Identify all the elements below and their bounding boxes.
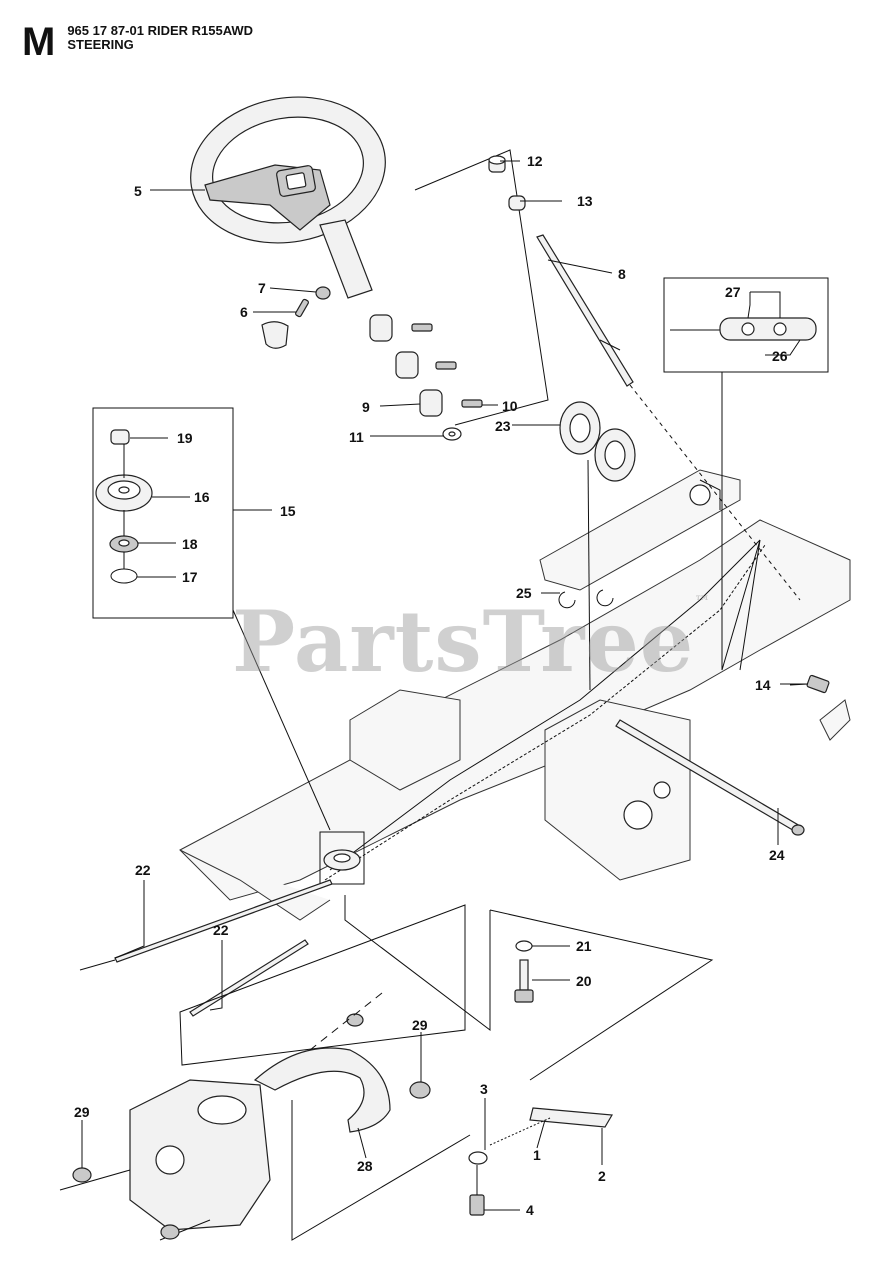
chain-detail-box xyxy=(663,277,829,671)
assembled-pulley xyxy=(319,831,365,885)
callout-27: 27 xyxy=(725,284,741,300)
callout-25: 25 xyxy=(516,585,532,601)
model-line: 965 17 87-01 RIDER R155AWD xyxy=(67,23,254,38)
callout-leaders xyxy=(81,160,808,1211)
callout-10: 10 xyxy=(502,398,518,414)
callout-7: 7 xyxy=(258,280,266,296)
callout-9: 9 xyxy=(362,399,370,415)
trademark-symbol: ™ xyxy=(694,592,712,611)
callout-15: 15 xyxy=(280,503,296,519)
callout-17: 17 xyxy=(182,569,198,585)
spring-plate-link xyxy=(468,1107,613,1216)
callout-4: 4 xyxy=(526,1202,534,1218)
pulley-detail-box xyxy=(92,407,331,831)
callout-20: 20 xyxy=(576,973,592,989)
diagram-header: M 965 17 87-01 RIDER R155AWD STEERING xyxy=(22,22,253,62)
bolt-20 xyxy=(514,940,534,1003)
callout-23: 23 xyxy=(495,418,511,434)
steering-sector xyxy=(253,992,431,1133)
callout-8: 8 xyxy=(618,266,626,282)
shaft-collars xyxy=(369,314,483,441)
callout-14: 14 xyxy=(755,677,771,693)
watermark-text: PartsTree xyxy=(232,592,695,691)
title-block: 965 17 87-01 RIDER R155AWD STEERING xyxy=(67,22,253,52)
partstree-watermark: PartsTree™ xyxy=(232,592,711,691)
callout-16: 16 xyxy=(194,489,210,505)
chassis-frame xyxy=(179,469,851,921)
section-title: STEERING xyxy=(67,37,134,52)
steering-chain xyxy=(324,539,766,881)
callout-3: 3 xyxy=(480,1081,488,1097)
callout-12: 12 xyxy=(527,153,543,169)
callout-11: 11 xyxy=(349,429,364,445)
callout-13: 13 xyxy=(577,193,593,209)
pin-24 xyxy=(615,719,805,836)
callout-5: 5 xyxy=(134,183,142,199)
nuts-29 xyxy=(72,1167,180,1240)
callout-22-lower: 22 xyxy=(213,922,229,938)
assembly-leader-lines xyxy=(179,895,714,1241)
callout-18: 18 xyxy=(182,536,198,552)
callout-19: 19 xyxy=(177,430,193,446)
callout-21: 21 xyxy=(576,938,592,954)
clips xyxy=(558,589,614,609)
callout-24: 24 xyxy=(769,847,785,863)
callout-labels: 5 7 6 12 13 8 9 10 11 19 16 18 17 15 23 … xyxy=(74,153,788,1218)
steering-shaft-group xyxy=(414,149,801,601)
callout-22-upper: 22 xyxy=(135,862,151,878)
callout-1: 1 xyxy=(533,1147,541,1163)
gearbox-housing xyxy=(59,1079,271,1241)
steering-wheel xyxy=(190,96,386,299)
callout-28: 28 xyxy=(357,1158,373,1174)
pulleys xyxy=(559,401,636,691)
steering-screws xyxy=(261,286,331,349)
callout-26: 26 xyxy=(772,348,788,364)
callout-2: 2 xyxy=(598,1168,606,1184)
callout-29-left: 29 xyxy=(74,1104,90,1120)
callout-6: 6 xyxy=(240,304,248,320)
section-letter: M xyxy=(22,20,56,64)
callout-29-right: 29 xyxy=(412,1017,428,1033)
